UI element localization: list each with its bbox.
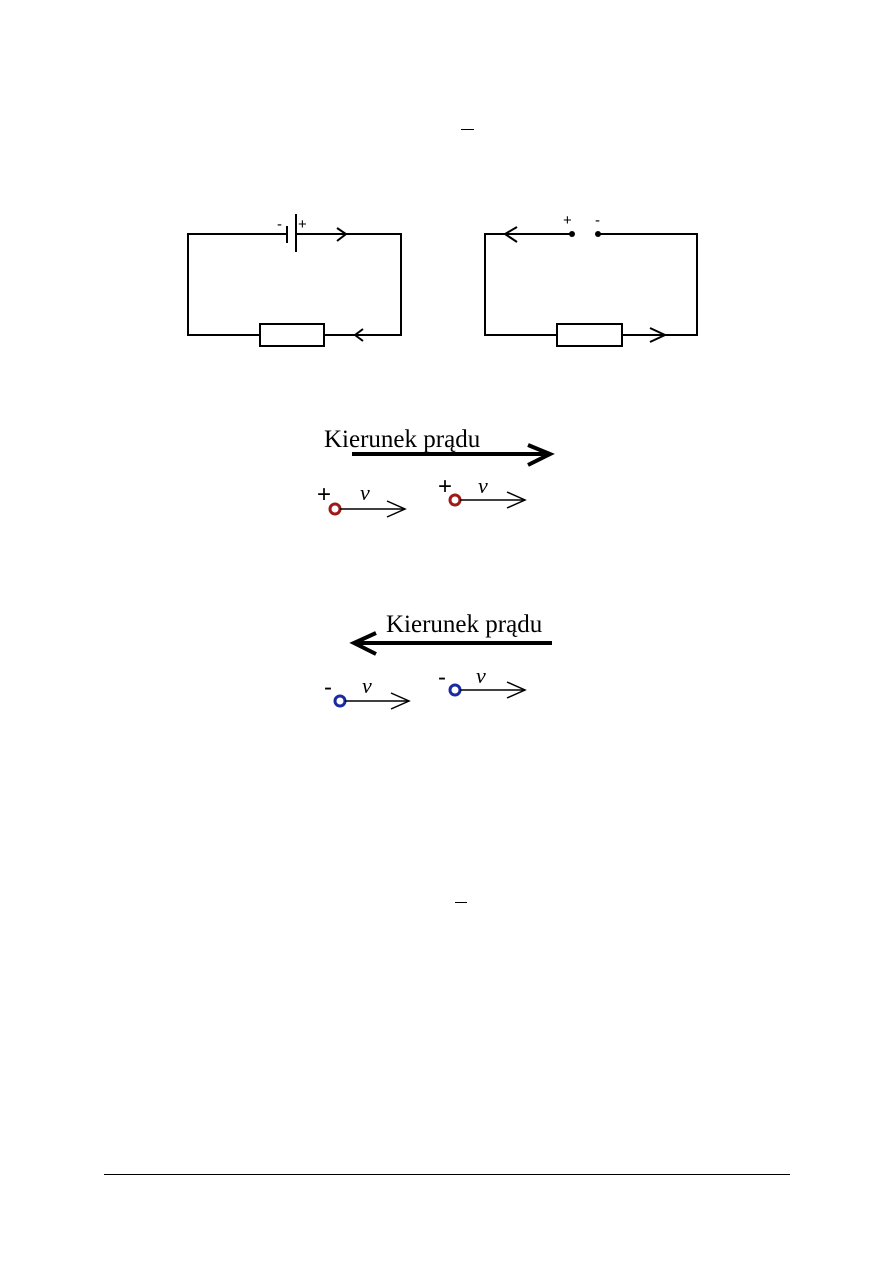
right-current-arrow-top	[503, 226, 518, 243]
terminal-negative-dot	[595, 231, 601, 237]
bottom-overbar-mark	[455, 902, 467, 903]
left-circuit-wire-top-right	[296, 233, 402, 336]
negative-charge-2-velocity-arrow	[460, 681, 527, 699]
positive-charge-2-sign: +	[438, 473, 452, 500]
right-terminal-minus: -	[595, 212, 600, 229]
right-circuit-wire-right	[598, 233, 698, 336]
right-circuit-wire-left	[484, 233, 572, 336]
negative-charge-1-velocity-label: v	[362, 673, 372, 698]
negative-charge-2	[448, 683, 462, 697]
circuit-with-battery	[187, 214, 402, 347]
left-battery-plus: +	[298, 216, 307, 233]
positive-current-direction-arrow	[352, 443, 555, 467]
positive-charge-1-velocity-arrow	[340, 500, 407, 518]
terminal-positive-dot	[569, 231, 575, 237]
negative-current-direction-arrow	[349, 631, 552, 656]
left-resistor	[259, 323, 325, 347]
footer-rule	[104, 1174, 790, 1175]
negative-current-direction-label: Kierunek prądu	[386, 611, 543, 638]
top-overbar-mark	[461, 129, 474, 130]
negative-charge-2-velocity-label: v	[476, 663, 486, 688]
right-resistor	[556, 323, 623, 347]
right-current-arrow-bottom	[649, 327, 668, 343]
positive-charge-1-velocity-label: v	[360, 480, 370, 505]
positive-charge-2-velocity-arrow	[460, 491, 527, 509]
positive-charge-1	[328, 502, 342, 516]
positive-charge-1-sign: +	[317, 481, 331, 508]
negative-charge-1	[333, 694, 347, 708]
negative-charge-2-sign: -	[438, 664, 446, 691]
left-circuit-wire-top-left	[187, 233, 287, 336]
right-terminal-plus: +	[563, 212, 572, 229]
left-current-arrow-top	[336, 227, 348, 242]
positive-charge-2-velocity-label: v	[478, 473, 488, 498]
positive-current-direction-label: Kierunek prądu	[324, 426, 481, 453]
circuit-with-terminals	[484, 226, 698, 347]
negative-charge-1-sign: -	[324, 674, 332, 701]
left-current-arrow-bottom	[353, 328, 364, 342]
left-battery-minus: -	[277, 216, 282, 233]
negative-charge-1-velocity-arrow	[345, 692, 411, 710]
positive-charge-2	[448, 493, 462, 507]
